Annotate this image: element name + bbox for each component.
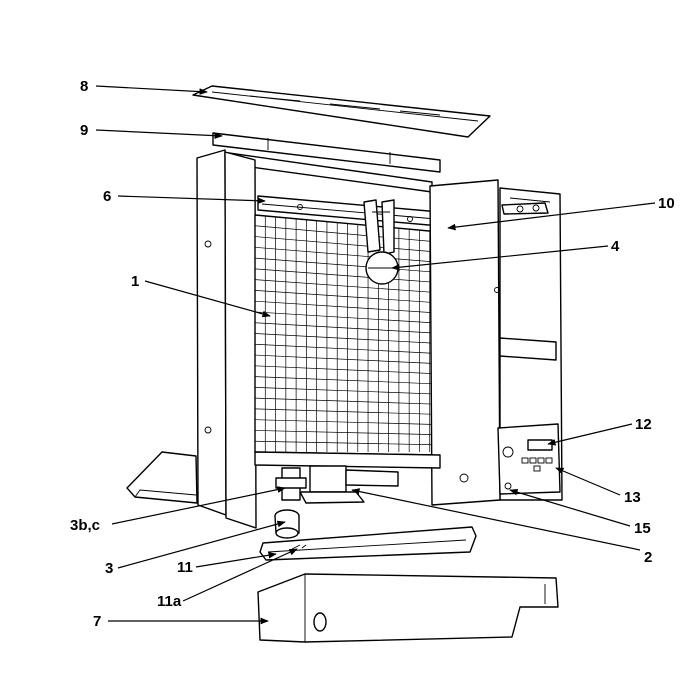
left-back-panel	[196, 149, 227, 516]
callout-11: 11	[177, 559, 193, 576]
left-base-tray	[126, 451, 198, 504]
callout-9: 9	[80, 122, 88, 139]
valve-part	[275, 467, 307, 501]
leader-lines	[95, 85, 656, 625]
callout-8: 8	[80, 78, 88, 95]
callout-15: 15	[634, 520, 651, 537]
control-box-part	[497, 423, 561, 495]
callout-7: 7	[93, 613, 101, 630]
bottom-frame-bar	[254, 451, 441, 469]
pump-assembly-part	[299, 465, 399, 504]
callout-13: 13	[624, 489, 641, 506]
callout-6: 6	[103, 188, 111, 205]
callout-2: 2	[644, 549, 652, 566]
callout-3b-c: 3b,c	[70, 517, 100, 534]
right-bracket-part	[501, 202, 549, 215]
left-side-panel	[204, 151, 257, 529]
evaporator-grid-part	[254, 214, 441, 456]
bin-pan-part	[257, 573, 559, 643]
callout-3: 3	[105, 560, 113, 577]
callout-11a: 11a	[157, 593, 182, 610]
callout-10: 10	[658, 195, 675, 212]
drain-fitting-part	[274, 509, 300, 539]
right-side-panel	[429, 179, 501, 506]
callout-4: 4	[611, 238, 620, 255]
callout-12: 12	[635, 416, 652, 433]
top-rail-part	[212, 132, 441, 173]
callout-labels: 8 9 6 10 4 1 12 13 3b,c 15 2 3 11 11a 7	[70, 78, 675, 630]
top-cover-part	[192, 85, 491, 138]
deflector-bar-part	[259, 526, 477, 561]
callout-1: 1	[131, 273, 139, 290]
